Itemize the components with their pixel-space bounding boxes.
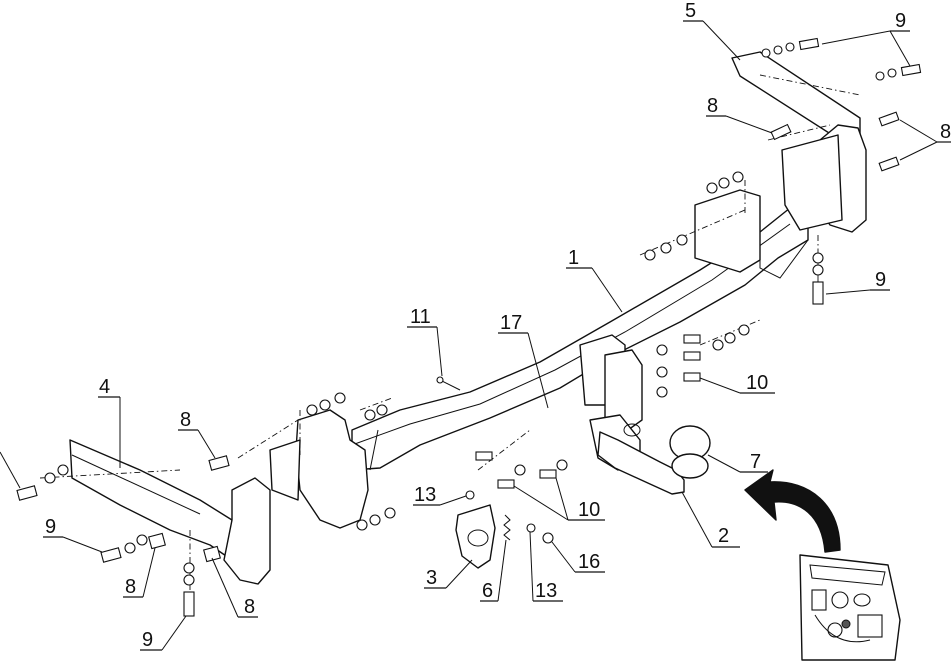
label-part-4: 4: [99, 376, 110, 398]
right-side-bracket: [731, 51, 867, 233]
label-part-7: 7: [750, 451, 761, 473]
label-part-8-right: 8: [940, 121, 951, 143]
label-part-9-bottom: 9: [142, 629, 153, 651]
label-part-8-bottom: 8: [244, 596, 255, 618]
label-part-13-top: 13: [414, 484, 436, 506]
label-part-9-right: 9: [875, 269, 886, 291]
label-part-13-bottom: 13: [535, 580, 557, 602]
part-labels: 1 2 3 4 5 6 7 8 8 8 8 8 9 9 9 9 10 10 11…: [45, 0, 951, 651]
leader-lines: [0, 20, 951, 651]
label-part-3: 3: [426, 567, 437, 589]
label-part-9-left: 9: [45, 516, 56, 538]
label-part-17: 17: [500, 312, 522, 334]
label-part-5: 5: [685, 0, 696, 22]
label-part-8-left-bottom: 8: [125, 576, 136, 598]
assembly-lines: [39, 74, 861, 600]
label-part-8-top: 8: [707, 95, 718, 117]
label-part-11: 11: [410, 306, 431, 328]
main-crossbar: [269, 189, 809, 529]
label-part-2: 2: [718, 525, 729, 547]
label-part-1: 1: [568, 247, 579, 269]
direction-arrow: [744, 469, 841, 553]
wiring-kit-inset: [799, 554, 901, 661]
towball-assembly: [597, 423, 711, 495]
label-part-10-right: 10: [746, 372, 768, 394]
left-side-bracket: [69, 439, 271, 585]
label-part-6: 6: [482, 580, 493, 602]
socket-plate-and-spring: [455, 490, 554, 569]
label-part-10-center: 10: [578, 499, 600, 521]
hardware: [16, 37, 922, 617]
label-part-16: 16: [578, 551, 600, 573]
label-part-9-top: 9: [895, 10, 906, 32]
label-part-8-left: 8: [180, 409, 191, 431]
